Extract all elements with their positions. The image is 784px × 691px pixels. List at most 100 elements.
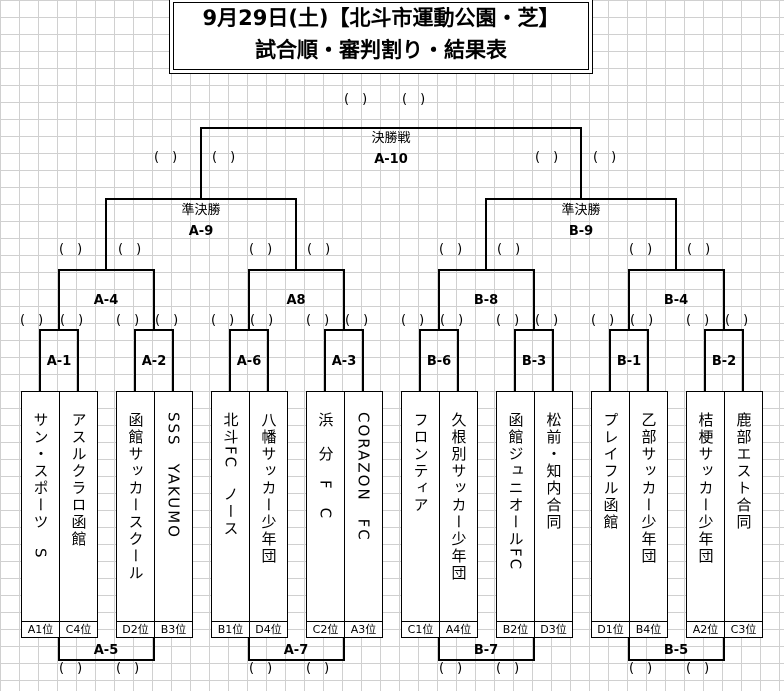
score-paren: ( ) bbox=[591, 313, 615, 328]
referee-score-paren: ( ) bbox=[686, 661, 710, 676]
referee-match-code: B-5 bbox=[663, 643, 689, 658]
referee-match-code: B-7 bbox=[473, 643, 499, 658]
seed-label: D2位 bbox=[116, 621, 155, 638]
semi-2-code: B-9 bbox=[568, 224, 594, 239]
seed-label: B4位 bbox=[629, 621, 668, 638]
team-name: 函館サッカースクール bbox=[126, 412, 145, 582]
match-code: A-2 bbox=[141, 354, 167, 369]
team-name: CORAZON FC bbox=[354, 412, 373, 542]
title-line-2: 試合順・審判割り・結果表 bbox=[255, 38, 507, 62]
referee-score-paren: ( ) bbox=[439, 661, 463, 676]
seed-label: D4位 bbox=[249, 621, 288, 638]
referee-score-paren: ( ) bbox=[306, 661, 330, 676]
score-paren: ( ) bbox=[686, 313, 710, 328]
team-box: プレイフル函館 bbox=[591, 391, 630, 622]
team-box: 松前・知内合同 bbox=[534, 391, 573, 622]
team-box: 函館ジュニオールFC bbox=[496, 391, 535, 622]
final-code: A-10 bbox=[374, 152, 408, 167]
team-name: 北斗FC ノース bbox=[221, 412, 240, 538]
quarter-4-score-left: ( ) bbox=[629, 242, 653, 257]
quarter-2-score-right: ( ) bbox=[307, 242, 331, 257]
team-name: 函館ジュニオールFC bbox=[506, 412, 525, 572]
team-name: フロンティア bbox=[411, 412, 430, 514]
match-code: B-3 bbox=[521, 354, 547, 369]
seed-label: C2位 bbox=[306, 621, 345, 638]
seed-label: D1位 bbox=[591, 621, 630, 638]
match-code: B-6 bbox=[426, 354, 452, 369]
score-paren: ( ) bbox=[306, 313, 330, 328]
score-paren: ( ) bbox=[211, 313, 235, 328]
final-score-right: ( ) bbox=[402, 92, 426, 107]
seed-label: B2位 bbox=[496, 621, 535, 638]
match-code: A-1 bbox=[46, 354, 72, 369]
score-paren: ( ) bbox=[496, 313, 520, 328]
referee-score-paren: ( ) bbox=[249, 661, 273, 676]
title-line-1: 9月29日(土)【北斗市運動公園・芝】 bbox=[202, 6, 560, 30]
quarter-2-score-left: ( ) bbox=[249, 242, 273, 257]
team-name: SSS YAKUMO bbox=[164, 412, 183, 539]
team-name: 久根別サッカー少年団 bbox=[449, 412, 468, 582]
team-name: 鹿部エスト合同 bbox=[734, 412, 753, 531]
semi-2-score-right: ( ) bbox=[593, 150, 617, 165]
semi-1-name: 準決勝 bbox=[181, 203, 221, 218]
semi-1-score-left: ( ) bbox=[154, 150, 178, 165]
referee-score-paren: ( ) bbox=[59, 661, 83, 676]
seed-label: B3位 bbox=[154, 621, 193, 638]
team-box: サン・スポーツ S bbox=[21, 391, 60, 622]
score-paren: ( ) bbox=[401, 313, 425, 328]
team-name: 桔梗サッカー少年団 bbox=[696, 412, 715, 565]
team-name: アスルクラロ函館 bbox=[69, 412, 88, 548]
referee-score-paren: ( ) bbox=[116, 661, 140, 676]
referee-match-code: A-7 bbox=[283, 643, 309, 658]
team-name: プレイフル函館 bbox=[601, 412, 620, 531]
match-code: A-3 bbox=[331, 354, 357, 369]
team-name: 八幡サッカー少年団 bbox=[259, 412, 278, 565]
seed-label: B1位 bbox=[211, 621, 250, 638]
team-box: 浜 分 F C bbox=[306, 391, 345, 622]
score-paren: ( ) bbox=[60, 313, 84, 328]
team-name: 松前・知内合同 bbox=[544, 412, 563, 531]
team-name: 浜 分 F C bbox=[316, 412, 335, 521]
quarter-1-score-right: ( ) bbox=[118, 242, 142, 257]
seed-label: C3位 bbox=[724, 621, 763, 638]
quarter-1-score-left: ( ) bbox=[59, 242, 83, 257]
team-box: 北斗FC ノース bbox=[211, 391, 250, 622]
semi-2-score-left: ( ) bbox=[535, 150, 559, 165]
match-code: B-2 bbox=[711, 354, 737, 369]
quarter-2-code: A8 bbox=[286, 293, 306, 308]
seed-label: A3位 bbox=[344, 621, 383, 638]
seed-label: A1位 bbox=[21, 621, 60, 638]
match-code: A-6 bbox=[236, 354, 262, 369]
score-paren: ( ) bbox=[725, 313, 749, 328]
seed-label: A2位 bbox=[686, 621, 725, 638]
referee-match-code: A-5 bbox=[93, 643, 119, 658]
score-paren: ( ) bbox=[345, 313, 369, 328]
semi-2-name: 準決勝 bbox=[561, 203, 601, 218]
score-paren: ( ) bbox=[630, 313, 654, 328]
seed-label: D3位 bbox=[534, 621, 573, 638]
quarter-3-code: B-8 bbox=[473, 293, 499, 308]
team-box: フロンティア bbox=[401, 391, 440, 622]
match-code: B-1 bbox=[616, 354, 642, 369]
quarter-4-score-right: ( ) bbox=[687, 242, 711, 257]
team-name: 乙部サッカー少年団 bbox=[639, 412, 658, 565]
team-box: CORAZON FC bbox=[344, 391, 383, 622]
final-name: 決勝戦 bbox=[371, 131, 411, 146]
team-box: 桔梗サッカー少年団 bbox=[686, 391, 725, 622]
score-paren: ( ) bbox=[535, 313, 559, 328]
team-box: 函館サッカースクール bbox=[116, 391, 155, 622]
semi-1-code: A-9 bbox=[188, 224, 214, 239]
team-name: サン・スポーツ S bbox=[31, 412, 50, 560]
score-paren: ( ) bbox=[116, 313, 140, 328]
team-box: 鹿部エスト合同 bbox=[724, 391, 763, 622]
score-paren: ( ) bbox=[20, 313, 44, 328]
seed-label: C4位 bbox=[59, 621, 98, 638]
score-paren: ( ) bbox=[440, 313, 464, 328]
team-box: 乙部サッカー少年団 bbox=[629, 391, 668, 622]
team-box: SSS YAKUMO bbox=[154, 391, 193, 622]
score-paren: ( ) bbox=[155, 313, 179, 328]
title-box: 9月29日(土)【北斗市運動公園・芝】 試合順・審判割り・結果表 bbox=[173, 2, 589, 70]
referee-score-paren: ( ) bbox=[496, 661, 520, 676]
team-box: 八幡サッカー少年団 bbox=[249, 391, 288, 622]
